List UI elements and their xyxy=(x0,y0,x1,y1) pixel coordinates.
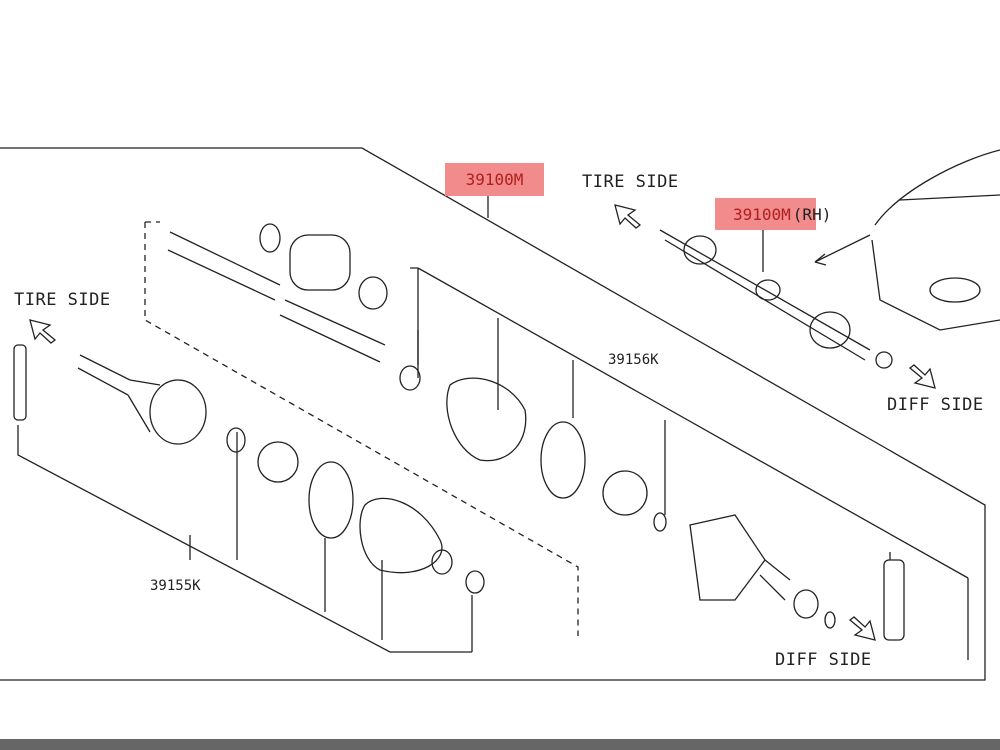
outer-frame xyxy=(0,147,986,681)
shaft-shape xyxy=(167,223,388,363)
part-39100m-rh-code: 39100M xyxy=(733,204,791,224)
rh-assembly-shape xyxy=(659,229,893,369)
tire-side-label-top: TIRE SIDE xyxy=(582,172,679,192)
part-39100m-hotspot[interactable]: 39100M xyxy=(445,163,544,196)
part-rh-suffix: (RH) xyxy=(792,204,832,224)
part-39156k-label[interactable]: 39156K xyxy=(608,352,659,368)
part-39155k-label[interactable]: 39155K xyxy=(150,578,201,594)
diff-side-label-right: DIFF SIDE xyxy=(887,395,984,415)
outer-joint-shape xyxy=(13,344,485,594)
shaft-dashed-frame xyxy=(144,221,579,636)
inner-joint-shape xyxy=(399,365,905,641)
part-39100m-rh-hotspot[interactable]: 39100M(RH) xyxy=(715,198,831,230)
diff-side-label-bottom: DIFF SIDE xyxy=(775,650,872,670)
tire-side-label-left: TIRE SIDE xyxy=(14,290,111,310)
direction-arrows xyxy=(29,204,936,641)
vehicle-shape xyxy=(814,149,1000,331)
bottom-bar xyxy=(0,739,1000,750)
inner-kit-frame xyxy=(410,267,969,660)
outer-kit-frame xyxy=(17,425,473,653)
leader-lines xyxy=(417,196,891,560)
